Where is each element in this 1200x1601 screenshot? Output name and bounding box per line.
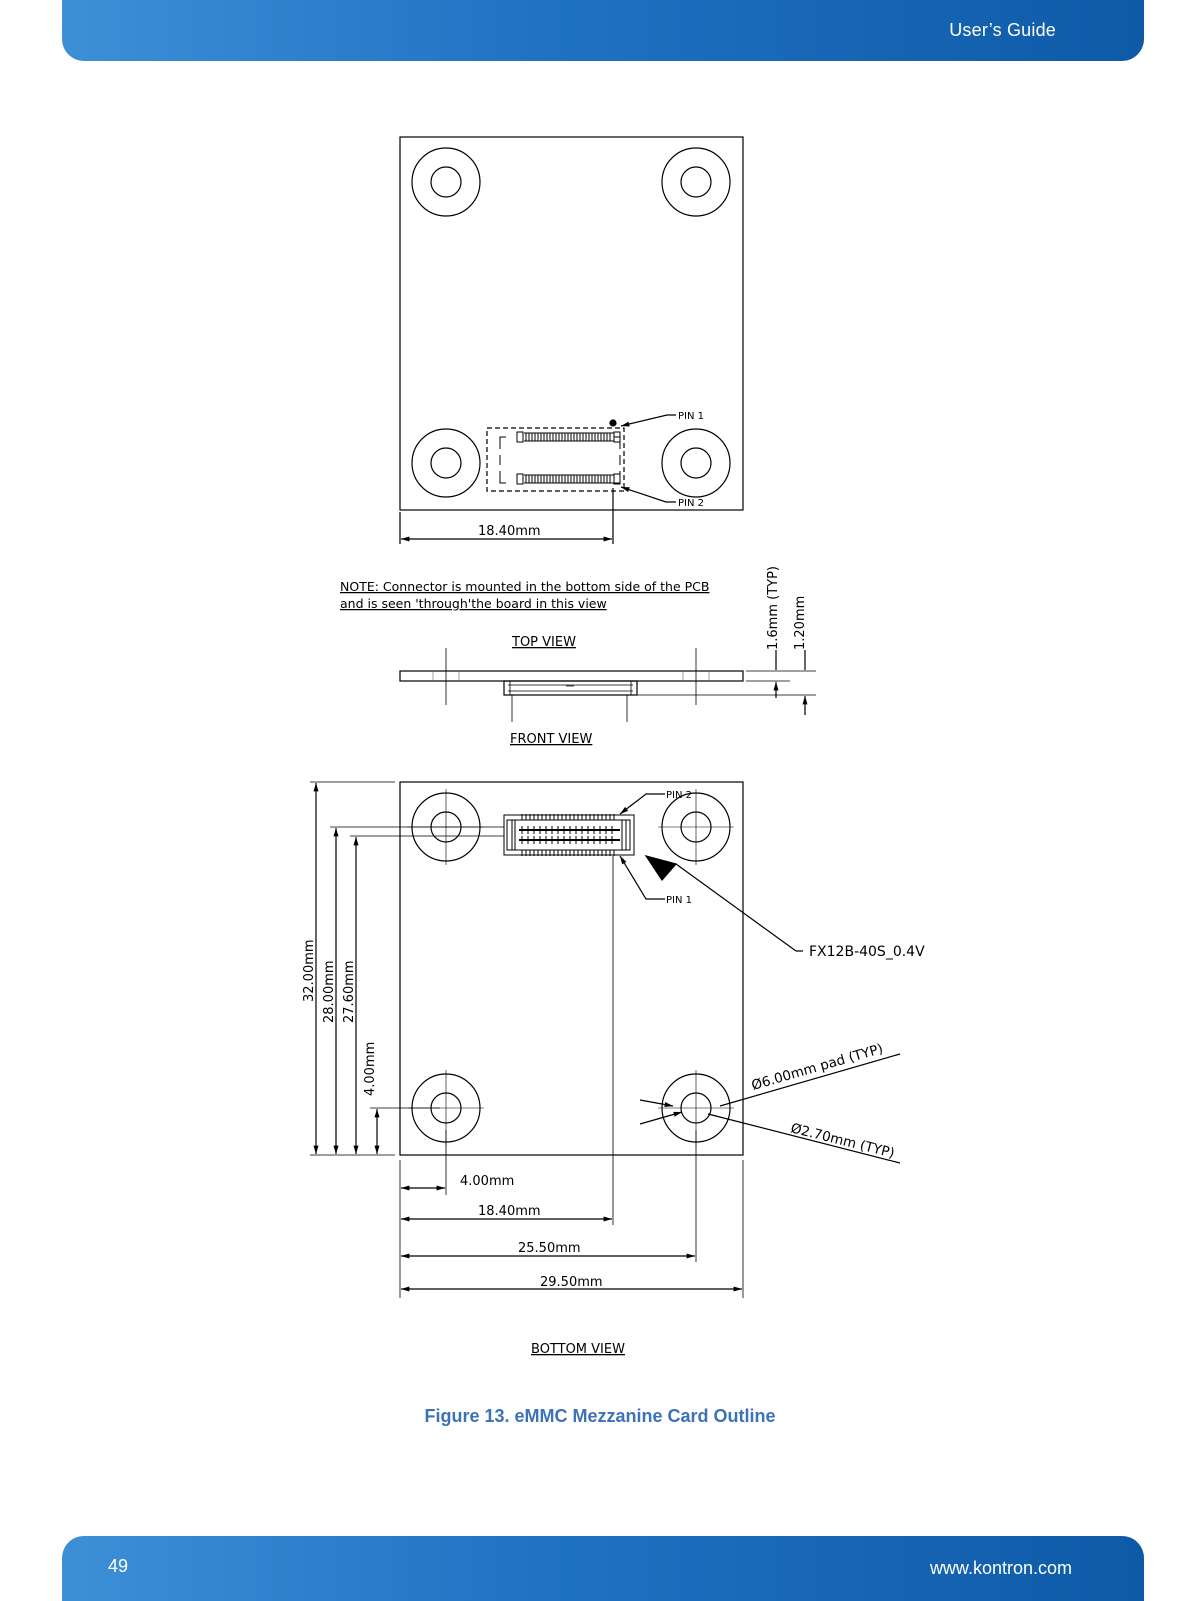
dim-29-50-label: 29.50mm <box>540 1275 603 1290</box>
top-view-board <box>399 136 744 511</box>
top-view-title: TOP VIEW <box>511 635 576 650</box>
front-dim-thickness: 1.6mm (TYP) <box>766 566 781 650</box>
dim-27-60-label: 27.60mm <box>342 960 357 1023</box>
front-view-hole-lines <box>432 671 710 681</box>
dim-25-50-label: 25.50mm <box>518 1241 581 1256</box>
pin2-leader <box>620 486 676 503</box>
pin1-leader <box>620 414 676 427</box>
front-view-ext-lines <box>511 670 816 722</box>
connector-part-label: FX12B-40S_0.4V <box>809 944 925 960</box>
bottom-pin2-leader <box>619 793 665 815</box>
dim-4-00-v-label: 4.00mm <box>363 1042 378 1096</box>
top-dim-width-label: 18.40mm <box>478 524 541 539</box>
dim-4-00-h-label: 4.00mm <box>460 1174 514 1189</box>
mechanical-drawing: PIN 1 PIN 2 18.40mm NOTE: Connector is m… <box>302 136 925 1357</box>
dim-28-00-label: 28.00mm <box>322 960 337 1023</box>
front-view-connector-detail <box>508 681 633 695</box>
front-view-connector <box>503 680 638 696</box>
hole-leader <box>639 1112 901 1164</box>
connector-leader <box>675 863 803 952</box>
bottom-pin2-label: PIN 2 <box>666 790 692 801</box>
bottom-view-mounting-holes <box>408 789 734 1146</box>
top-pin1-label: PIN 1 <box>678 411 704 422</box>
top-view-connector-outline <box>486 427 625 492</box>
page-number: 49 <box>108 1556 129 1576</box>
bottom-view-title: BOTTOM VIEW <box>531 1342 625 1357</box>
hole-label: Ø2.70mm (TYP) <box>789 1120 896 1161</box>
footer-url[interactable]: www.kontron.com <box>929 1558 1072 1578</box>
bottom-view-board <box>399 781 744 1156</box>
bottom-dim-ext-vertical <box>399 856 744 1298</box>
dim-18-40-b-label: 18.40mm <box>478 1204 541 1219</box>
pin1-dot <box>609 419 617 427</box>
bottom-view <box>310 781 901 1298</box>
dim-18-40-extension <box>399 488 614 544</box>
pad-label: Ø6.00mm pad (TYP) <box>750 1041 885 1094</box>
top-view-connector <box>499 431 621 485</box>
bottom-pin1-label: PIN 1 <box>666 895 692 906</box>
header-title: User’s Guide <box>949 20 1056 40</box>
figure-caption: Figure 13. eMMC Mezzanine Card Outline <box>424 1406 776 1426</box>
dim-32-00-label: 32.00mm <box>302 939 317 1002</box>
bottom-pin1-leader <box>619 855 665 900</box>
footer-band: 49 www.kontron.com <box>62 1536 1144 1601</box>
bottom-dim-ext-top <box>310 781 504 1156</box>
front-view-board <box>399 670 744 682</box>
front-view-title: FRONT VIEW <box>510 732 592 747</box>
front-view <box>399 648 816 722</box>
front-dim-height: 1.20mm <box>793 596 808 650</box>
top-view-mounting-holes <box>411 147 731 498</box>
note-line2: and is seen 'through'the board in this v… <box>340 596 607 611</box>
note-line1: NOTE: Connector is mounted in the bottom… <box>340 579 709 594</box>
header-band: User’s Guide <box>62 0 1144 61</box>
front-view-centerlines <box>445 648 697 705</box>
top-view <box>399 136 744 544</box>
pad-leader <box>639 1053 901 1106</box>
connector-arrow-head <box>644 855 678 881</box>
bottom-view-connector <box>503 814 635 856</box>
top-pin2-label: PIN 2 <box>678 498 704 509</box>
